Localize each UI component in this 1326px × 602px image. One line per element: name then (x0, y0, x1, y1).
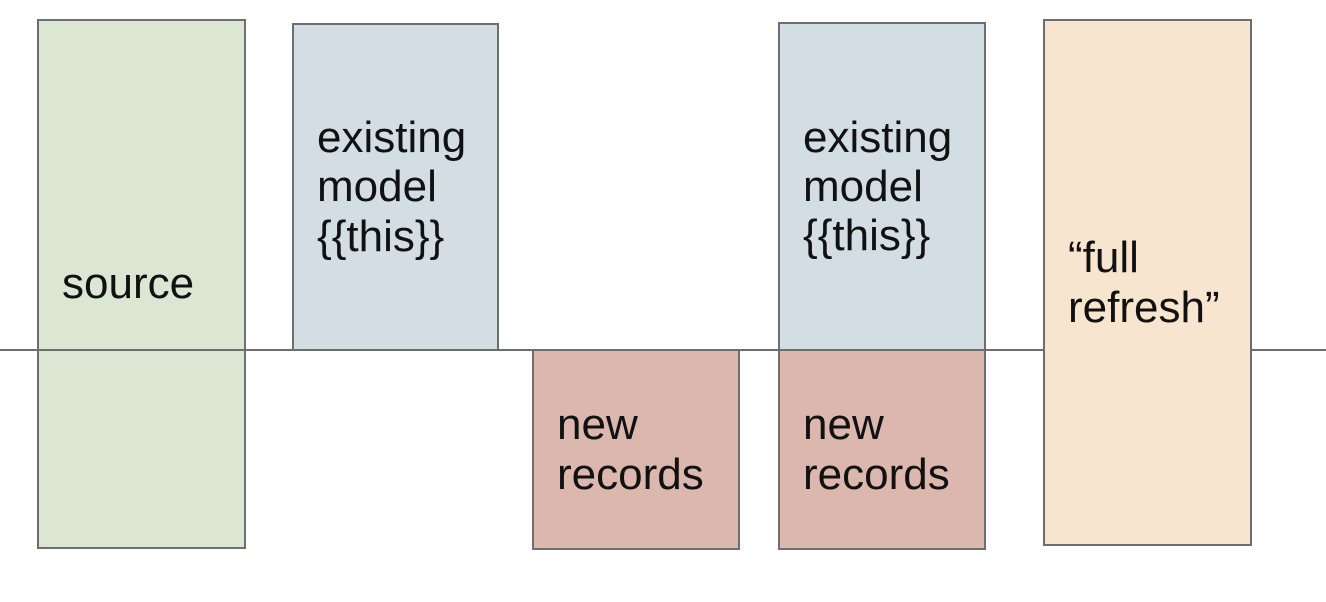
source-label: source (62, 259, 195, 309)
new-records-box-1: new records (532, 349, 740, 550)
new-records-box-2: new records (778, 349, 986, 550)
existing-model-box-2: existing model {{this}} (778, 22, 986, 351)
new-records-label-2: new records (803, 400, 950, 499)
new-records-label-1: new records (557, 400, 704, 499)
source-box: source (37, 19, 246, 549)
full-refresh-label: “full refresh” (1068, 233, 1220, 332)
existing-model-label-1: existing model {{this}} (317, 113, 467, 261)
existing-model-label-2: existing model {{this}} (803, 112, 953, 261)
full-refresh-box: “full refresh” (1043, 19, 1252, 546)
existing-model-box-1: existing model {{this}} (292, 23, 499, 351)
